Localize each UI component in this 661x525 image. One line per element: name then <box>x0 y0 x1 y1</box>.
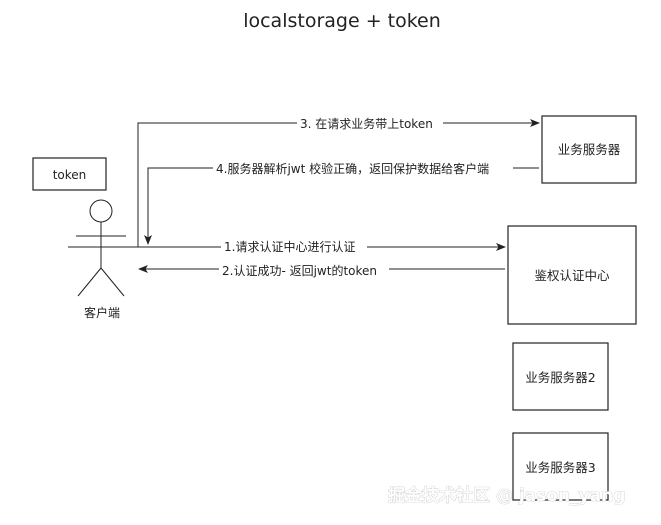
watermark-text: 掘金技术社区 @ jason_yang <box>388 485 625 506</box>
business-server-2-box: 业务服务器2 <box>512 342 609 411</box>
arrow-step3: 3. 在请求业务带上token <box>137 115 540 247</box>
auth-center-label: 鉴权认证中心 <box>534 268 610 283</box>
business-server-2-label: 业务服务器2 <box>525 370 595 385</box>
token-box-label: token <box>53 168 87 182</box>
diagram-title: localstorage + token <box>243 10 441 32</box>
business-server-label: 业务服务器 <box>558 142 621 157</box>
token-box: token <box>32 157 107 191</box>
arrow-step1: 1.请求认证中心进行认证 <box>68 238 506 254</box>
arrow-step4: 4.服务器解析jwt 校验正确，返回保护数据给客户端 <box>144 160 539 245</box>
auth-center-box: 鉴权认证中心 <box>507 225 637 325</box>
arrow-step1-label: 1.请求认证中心进行认证 <box>224 239 355 254</box>
client-actor-label: 客户端 <box>84 305 120 320</box>
arrow-step2-label: 2.认证成功- 返回jwt的token <box>222 263 377 278</box>
arrow-step3-label: 3. 在请求业务带上token <box>300 116 433 131</box>
business-server-box: 业务服务器 <box>541 115 637 184</box>
business-server-3-box: 业务服务器3 <box>512 432 609 501</box>
client-actor-icon <box>76 199 126 297</box>
arrow-step4-label: 4.服务器解析jwt 校验正确，返回保护数据给客户端 <box>216 161 489 176</box>
arrow-step2: 2.认证成功- 返回jwt的token <box>138 262 505 278</box>
business-server-3-label: 业务服务器3 <box>525 460 595 475</box>
